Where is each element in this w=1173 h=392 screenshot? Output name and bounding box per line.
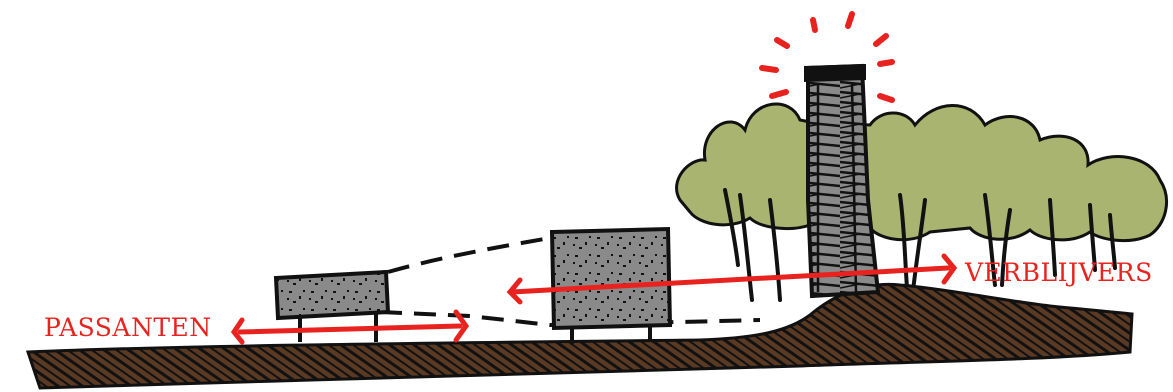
distance-arrow-verblijvers	[506, 253, 958, 305]
large-billboard	[549, 226, 673, 344]
tree-canopy	[675, 102, 1169, 242]
distance-arrow-passanten	[230, 309, 470, 345]
signal-tower	[804, 63, 881, 299]
tower-signal-rays	[759, 11, 895, 103]
ground	[25, 282, 1134, 390]
label-passanten: PASSANTEN	[44, 313, 212, 342]
sightline	[379, 236, 761, 328]
label-verblijvers: VERBLIJVERS	[965, 258, 1153, 287]
